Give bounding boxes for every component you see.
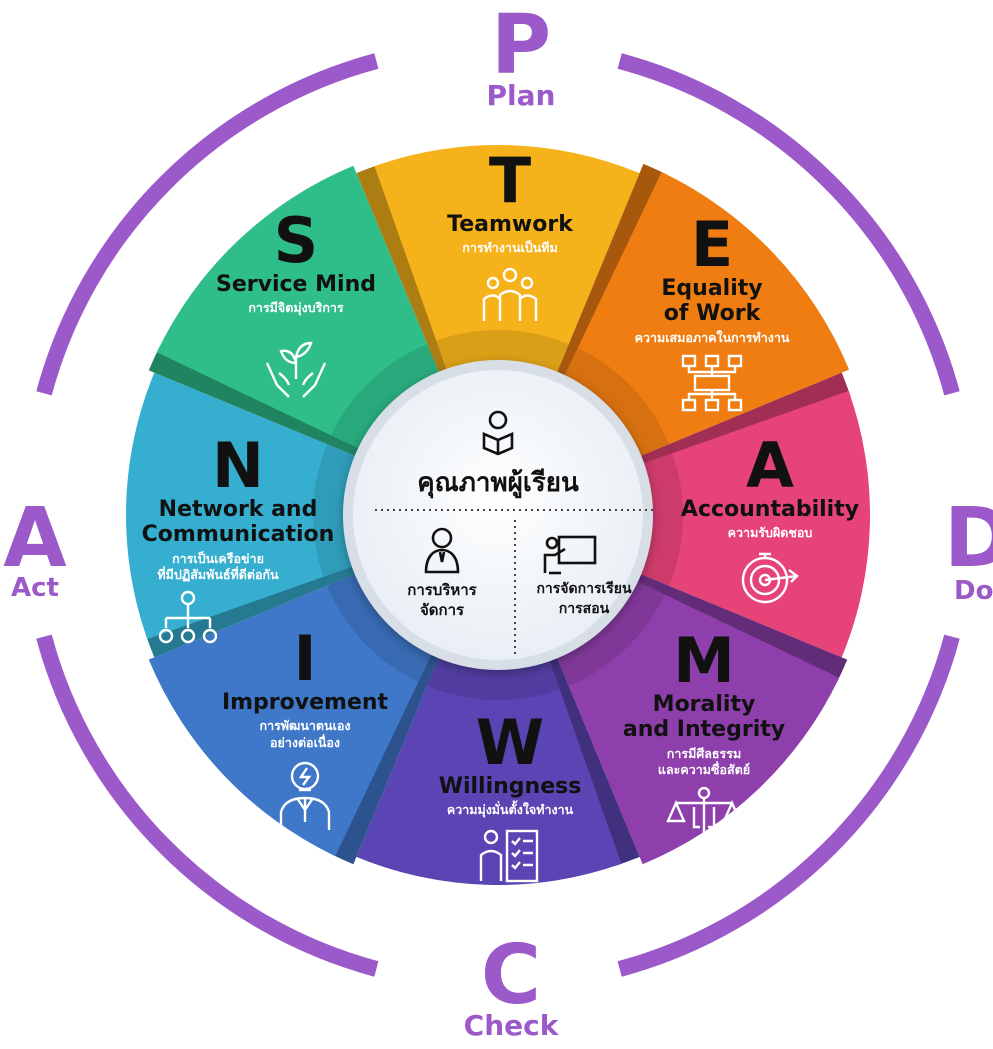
manager-icon [424,527,460,574]
network-icon [158,591,218,644]
segment-title: Morality and Integrity [622,692,786,743]
pdca-check-letter: C [480,928,542,1023]
pdca-arc [36,634,379,977]
segment-letter: N [212,429,264,502]
segment-subtitle: ความมุ่งมั่นตั้งใจทำงาน [446,802,574,818]
scales-icon [666,787,742,847]
pdca-arc [617,634,960,977]
segment-edge-teamwork [356,164,451,377]
segment-subtitle: การพัฒนาตนเอง อย่างต่อเนื่อง [259,718,351,751]
segment-wedge-morality [555,579,840,865]
segment-letter: T [488,144,532,217]
segment-teamwork: T Teamwork การทำงานเป็นทีม [420,150,600,323]
pdca-plan-word: Plan [486,79,556,112]
segment-wedge-equality [562,172,850,458]
segment-subtitle: การเป็นเครือข่าย ที่มีปฏิสัมพันธ์ที่ดีต่… [157,550,279,583]
segment-edge-accountability [636,372,851,468]
segment-edge-service [148,346,364,458]
pdca-ring [36,53,960,977]
pdca-act-word: Act [11,573,59,603]
segment-inner-band-improvement [327,572,434,682]
segment-inner-band-service [331,344,441,451]
plant-hands-icon [265,341,327,399]
team-icon [482,267,538,322]
workflow-icon [681,355,743,412]
segment-wedge-network [126,372,360,640]
segment-title: Service Mind [216,272,376,297]
center-management-label: การบริหาร จัดการ [407,581,477,620]
segment-wedge-improvement [148,572,434,857]
pdca-do-word: Do [954,576,993,606]
segment-morality: M Morality and Integrity การมีศีลธรรม แล… [604,630,804,847]
segment-accountability: A Accountability ความรับผิดชอบ [660,435,880,606]
segment-wedge-teamwork [374,145,640,377]
segment-letter: A [746,429,794,502]
segment-willingness: W Willingness ความมุ่งมั่นตั้งใจทำงาน [410,712,610,883]
target-icon [741,552,799,604]
segment-edge-willingness [545,653,640,866]
segment-subtitle: ความรับผิดชอบ [727,525,813,541]
center-hub [343,360,655,670]
segment-letter: S [273,204,319,277]
lightbulb-person-icon [279,761,331,831]
pdca-do-letter: D [944,491,993,586]
segment-letter: E [690,208,734,281]
pdca-arc [617,53,960,396]
segment-edge-morality [632,572,848,684]
segment-inner-band-equality [562,348,669,458]
segment-subtitle: การมีจิตมุ่งบริการ [248,300,344,316]
segment-subtitle: การมีศีลธรรม และความซื่อสัตย์ [657,745,751,778]
segment-equality: E Equality of Work ความเสมอภาคในการทำงาน [602,214,822,412]
segment-wedge-service [156,165,441,451]
teacher-board-icon [543,535,597,575]
segment-wedge-willingness [356,653,622,885]
pdca-plan-letter: P [490,0,552,93]
segment-network: N Network and Communication การเป็นเครือ… [118,435,358,650]
center-teaching-label: การจัดการเรียน การสอน [536,581,632,617]
segment-letter: I [293,622,317,695]
segment-letter: W [475,706,545,779]
segment-title: Teamwork [447,212,573,237]
segment-wedge-accountability [636,390,870,658]
segment-letter: M [673,624,735,697]
pdca-act-letter: A [3,491,67,586]
segment-title: Equality of Work [661,276,763,327]
checklist-icon [479,829,539,883]
segment-title: Accountability [680,497,860,522]
segment-title: Network and Communication [141,497,335,548]
segment-title: Improvement [221,690,389,715]
pdca-arc [36,53,379,396]
segment-improvement: I Improvement การพัฒนาตนเอง อย่างต่อเนื่… [200,628,410,832]
pdca-check-word: Check [463,1009,559,1042]
segment-inner-band-morality [555,579,665,686]
segment-edge-improvement [329,649,441,865]
segment-service: S Service Mind การมีจิตมุ่งบริการ [196,210,396,403]
student-reading-icon [482,410,514,456]
segment-edge-equality [555,163,668,381]
segment-subtitle: ความเสมอภาคในการทำงาน [634,329,790,345]
center-student-quality-label: คุณภาพผู้เรียน [417,468,579,498]
segment-title: Willingness [438,774,582,799]
segment-edge-network [145,562,360,658]
segment-subtitle: การทำงานเป็นทีม [462,240,558,256]
